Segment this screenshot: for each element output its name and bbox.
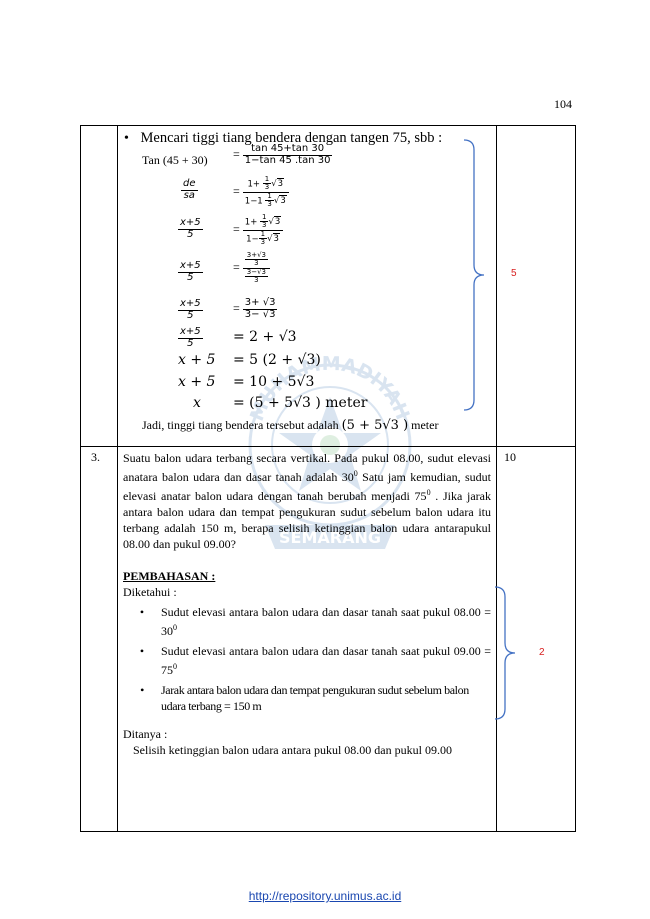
question-cell: Suatu balon udara terbang secara vertika…: [117, 446, 497, 832]
answer-key-table: • Mencari tiggi tiang bendera dengan tan…: [80, 125, 576, 832]
conclusion-value: (5 + 5√3 ): [341, 418, 409, 433]
list-item-text: Sudut elevasi antara balon udara dan das…: [161, 605, 491, 638]
number-cell: 3.: [80, 446, 118, 832]
question-part1: Suatu balon udara terbang secara vertika…: [123, 451, 491, 484]
eq7-left: x + 5: [178, 352, 216, 368]
bullet-icon: •: [124, 131, 129, 146]
eq4-left-denominator: 5: [178, 271, 203, 284]
pembahasan-heading: PEMBAHASAN :: [123, 569, 216, 583]
right-brace-icon: [463, 139, 485, 411]
eq3-left: x+5 5: [178, 217, 203, 241]
score-annotation-1: 5: [511, 268, 517, 279]
number-cell: [80, 125, 118, 447]
eq6-left-numerator: x+5: [180, 326, 201, 337]
eq1-numerator: tan 45+tan 30: [251, 143, 325, 154]
eq9-left: x: [193, 395, 201, 411]
ditanya-label: Ditanya :: [123, 727, 168, 741]
eq2-left-numerator: de: [183, 178, 196, 189]
eq5-left-denominator: 5: [178, 309, 203, 322]
eq2-left: de sa: [181, 178, 198, 202]
eq6-left: x+5 5: [178, 326, 203, 350]
max-score: 10: [504, 450, 516, 464]
eq4-inner-num: 3+√3: [246, 251, 267, 259]
eq7-right: = 5 (2 + √3): [233, 352, 321, 368]
degree-sup1: 0: [353, 469, 358, 478]
eq1-right: = tan 45+tan 30 1−tan 45 .tan 30: [233, 143, 333, 166]
repository-link[interactable]: http://repository.unimus.ac.id: [248, 889, 402, 903]
eq2-left-denominator: sa: [181, 189, 198, 202]
eq4-inner-num2: 3−√3: [246, 267, 267, 276]
eq4-left: x+5 5: [178, 260, 203, 284]
score-annotation-2: 2: [539, 647, 545, 658]
eq5-left: x+5 5: [178, 298, 203, 322]
eq5-right: = 3+ √3 3− √3: [233, 297, 278, 320]
score-cell: 10: [496, 446, 576, 832]
right-brace-icon: [494, 586, 516, 720]
bullet-icon: •: [140, 683, 144, 697]
bullet-title: Mencari tiggi tiang bendera dengan tange…: [140, 130, 443, 146]
degree-sup: 0: [173, 623, 177, 632]
eq6-right: = 2 + √3: [233, 329, 297, 345]
score-cell: [496, 125, 576, 447]
bullet-icon: •: [139, 605, 145, 619]
eq4-inner-den: 3: [244, 259, 269, 267]
ditanya-text: Selisih ketinggian balon udara antara pu…: [133, 743, 452, 757]
table-row: • Mencari tiggi tiang bendera dengan tan…: [80, 125, 576, 447]
eq3-left-denominator: 5: [178, 228, 203, 241]
eq1-left: Tan (45 + 30): [142, 153, 208, 167]
bullet-icon: •: [139, 644, 145, 658]
eq4-inner-den2: 3: [244, 276, 269, 284]
question-part2: Satu jam kemudian, sudut elevasi anatar …: [123, 470, 492, 503]
eq5-denominator: 3− √3: [242, 308, 278, 320]
degree-sup: 0: [173, 662, 177, 671]
diketahui-label: Diketahui :: [123, 585, 177, 599]
solution-cell: • Mencari tiggi tiang bendera dengan tan…: [117, 125, 497, 447]
bullet-line: • Mencari tiggi tiang bendera dengan tan…: [124, 130, 442, 147]
eq1-denominator: 1−tan 45 .tan 30: [242, 154, 333, 166]
conclusion-suffix: meter: [411, 418, 439, 432]
list-item-text: Sudut elevasi antara balon udara dan das…: [161, 644, 491, 677]
question-part3: . Jika jarak antara balon udara dan temp…: [123, 489, 492, 551]
eq5-left-numerator: x+5: [180, 298, 201, 309]
table-row: 3. Suatu balon udara terbang secara vert…: [80, 446, 576, 832]
degree-sup2: 0: [426, 488, 431, 497]
conclusion: Jadi, tinggi tiang bendera tersebut adal…: [142, 418, 438, 433]
list-item: • Jarak antara balon udara dan tempat pe…: [123, 682, 491, 714]
conclusion-prefix: Jadi, tinggi tiang bendera tersebut adal…: [142, 418, 339, 432]
eq5-numerator: 3+ √3: [244, 297, 276, 308]
eq4-left-numerator: x+5: [180, 260, 201, 271]
eq8-right: = 10 + 5√3: [233, 374, 315, 390]
question-number: 3.: [91, 450, 100, 464]
list-item: • Sudut elevasi antara balon udara dan d…: [123, 604, 491, 639]
eq6-left-denominator: 5: [178, 337, 203, 350]
page-number: 104: [554, 97, 572, 111]
eq9-right: = (5 + 5√3 ) meter: [233, 395, 368, 411]
eq8-left: x + 5: [178, 374, 216, 390]
list-item: • Sudut elevasi antara balon udara dan d…: [123, 643, 491, 678]
list-item-text: Jarak antara balon udara dan tempat peng…: [161, 683, 469, 713]
eq3-left-numerator: x+5: [180, 217, 201, 228]
question-text: Suatu balon udara terbang secara vertika…: [123, 450, 491, 552]
